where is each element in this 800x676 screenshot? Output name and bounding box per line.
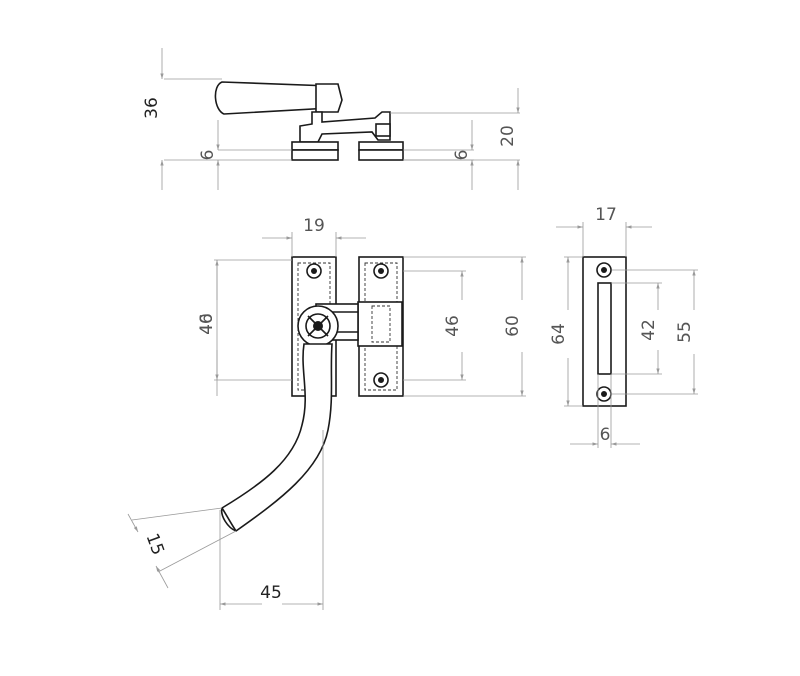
dim-46-label: 46: [443, 315, 463, 337]
dim-6-right-label: 6: [452, 150, 472, 161]
dim-36-label: 36: [142, 97, 162, 119]
dim-19-label: 19: [303, 216, 325, 236]
dim-55-label: 55: [675, 321, 695, 343]
lever-handle: [214, 81, 331, 115]
dim-40-label: 40: [197, 313, 217, 335]
dim-42-label: 42: [639, 319, 659, 341]
dim-45-label: 45: [260, 583, 282, 603]
side-view: 17 64 42 55 6: [549, 205, 698, 448]
dim-60-label: 60: [503, 315, 523, 337]
keep-hook: [357, 301, 403, 347]
dim-6-left-label: 6: [198, 150, 218, 161]
keep-base-lower: [358, 149, 404, 161]
striker-slot: [597, 282, 612, 375]
dim-46-overlap-label: 46: [197, 313, 217, 335]
linkage-arm: [299, 111, 391, 143]
linkage-pin: [375, 123, 391, 137]
fastener-base-lower: [291, 149, 339, 161]
curved-handle: [220, 343, 333, 532]
keep-screw-top: [373, 263, 389, 279]
top-view: 36 6 6 20: [142, 48, 520, 190]
dim-20-label: 20: [498, 125, 518, 147]
fastener-base: [291, 141, 339, 151]
lever-knob: [315, 83, 343, 113]
dim-17-label: 17: [595, 205, 617, 225]
front-view: 19 40 46 46 60 15 45: [127, 216, 526, 610]
dim-6-bottom-label: 6: [600, 425, 611, 445]
keep-screw-bottom: [373, 372, 389, 388]
keep-base: [358, 141, 404, 151]
striker-screw-top: [596, 262, 612, 278]
dim-15-label: 15: [142, 531, 168, 558]
dim-64-label: 64: [549, 323, 569, 345]
fastener-screw-top: [306, 263, 322, 279]
